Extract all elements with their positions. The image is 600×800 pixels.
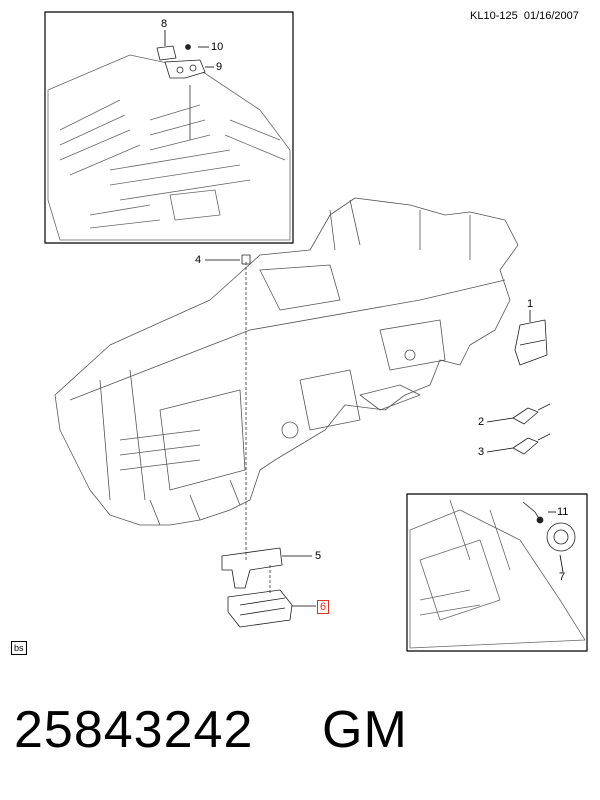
brand-name: GM: [322, 701, 408, 759]
bolt-10: [185, 44, 191, 50]
callout-1: 1: [527, 298, 534, 310]
key-fob-3: [512, 433, 551, 455]
module-1: [514, 319, 548, 366]
bracket-9: [164, 59, 206, 79]
floor-panel-drawing: [47, 54, 291, 241]
callout-7: 7: [559, 571, 566, 583]
callout-9: 9: [216, 61, 223, 73]
drawing-header: KL10-125 01/16/2007: [470, 10, 579, 22]
callout-3: 3: [478, 446, 485, 458]
part-number: 25843242: [14, 701, 254, 759]
connector-11: [522, 501, 544, 524]
instrument-panel-frame: [54, 197, 519, 526]
callout-4: 4: [195, 254, 202, 266]
steering-column-drawing: [409, 499, 586, 649]
drawing-code: KL10-125: [470, 10, 518, 22]
inset-steering-column: [406, 493, 588, 652]
cover-8: [156, 45, 177, 61]
drawing-date: 01/16/2007: [523, 10, 579, 22]
lock-cylinder-7: [546, 522, 576, 552]
callout-10: 10: [211, 41, 224, 53]
callout-6-highlighted: 6: [317, 600, 330, 614]
callout-2: 2: [478, 416, 485, 428]
bracket-5: [221, 547, 283, 589]
callout-5: 5: [315, 550, 322, 562]
key-fob-2: [512, 403, 551, 425]
view-badge: bs: [11, 641, 27, 655]
control-module-6: [227, 589, 293, 628]
callout-11: 11: [557, 506, 569, 518]
callout-8: 8: [161, 18, 168, 30]
